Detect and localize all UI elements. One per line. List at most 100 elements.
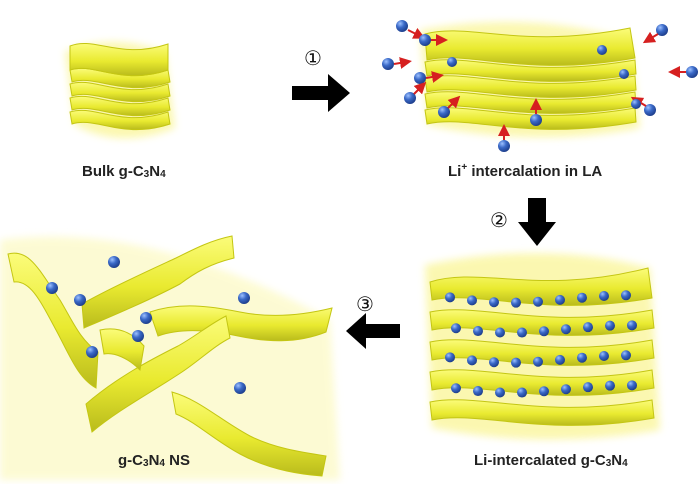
caption-bulk-prefix: Bulk g-C — [82, 163, 144, 180]
caption-nanosheets-suffix: NS — [164, 452, 190, 469]
li-ion — [619, 69, 629, 79]
li-ion — [668, 66, 698, 78]
intercalation-stack — [420, 22, 640, 138]
li-ion — [627, 320, 637, 331]
step1-number: ① — [304, 46, 322, 70]
li-ion — [517, 387, 527, 398]
li-ion — [74, 294, 86, 306]
li-sheet — [429, 399, 655, 426]
step2-arrow — [518, 198, 556, 246]
bulk-sheet — [69, 81, 171, 103]
li-ion — [511, 297, 521, 308]
li-ion — [577, 352, 587, 363]
li-ion — [561, 384, 571, 395]
bulk-stack — [65, 42, 175, 139]
caption-nanosheets-sub4: 4 — [159, 458, 165, 469]
caption-nanosheets-prefix: g-C — [118, 452, 143, 469]
li-ion — [108, 256, 120, 268]
caption-intercalated-mid: N — [611, 452, 623, 469]
nanosheets — [0, 235, 340, 480]
step3-arrow — [346, 313, 400, 349]
bulk-sheet — [69, 95, 171, 117]
li-ion — [511, 357, 521, 368]
caption-nanosheets-sub3: 3 — [143, 458, 149, 469]
li-ion — [599, 350, 609, 361]
li-ion — [621, 350, 631, 361]
intercalated-stack — [425, 253, 660, 440]
li-ion — [583, 322, 593, 333]
li-ion — [605, 320, 615, 331]
li-ion — [46, 282, 58, 294]
caption-intercalation: Li+ intercalation in LA — [448, 162, 603, 180]
li-ion — [414, 71, 444, 84]
li-ion — [438, 95, 461, 118]
li-ion — [467, 295, 477, 306]
nanosheet — [171, 391, 327, 477]
step1-arrow — [292, 74, 350, 112]
caption-bulk-mid: N — [149, 163, 161, 180]
li-ion — [517, 327, 527, 338]
caption-bulk: Bulk g-C3N4 — [82, 163, 166, 180]
li-ion — [631, 99, 641, 109]
li-ion — [404, 81, 427, 104]
li-ion — [621, 290, 631, 301]
li-ion — [467, 355, 477, 366]
li-ion — [555, 354, 565, 365]
li-ion — [597, 45, 607, 55]
caption-nanosheets: g-C3N4 NS — [118, 452, 190, 469]
li-ion — [445, 352, 455, 363]
la-sheet — [424, 59, 637, 82]
li-ion — [495, 327, 505, 338]
li-ions-dispersed — [46, 256, 250, 394]
caption-intercalated: Li-intercalated g-C3N4 — [474, 452, 628, 469]
li-ion — [238, 292, 250, 304]
li-ion — [533, 296, 543, 307]
li-ion — [86, 346, 98, 358]
li-ions-intercalated — [445, 290, 637, 398]
li-ion — [140, 312, 152, 324]
li-ion — [577, 292, 587, 303]
caption-bulk-sub4: 4 — [160, 169, 166, 180]
caption-nanosheets-mid: N — [148, 452, 160, 469]
li-ion — [561, 324, 571, 335]
caption-intercalation-sup: + — [461, 162, 468, 173]
li-ion — [419, 34, 448, 46]
li-ion — [583, 382, 593, 393]
li-ion — [489, 357, 499, 368]
li-ion — [451, 383, 461, 394]
li-ions-free — [382, 20, 698, 152]
li-ion — [447, 57, 457, 67]
li-ion — [555, 294, 565, 305]
li-ion — [599, 290, 609, 301]
caption-intercalated-sub3: 3 — [605, 458, 612, 469]
caption-intercalated-prefix: Li-intercalated g-C — [474, 452, 606, 469]
li-ion — [473, 386, 483, 397]
li-ion — [605, 380, 615, 391]
li-ion — [530, 98, 542, 126]
caption-bulk-sub3: 3 — [143, 169, 150, 180]
la-sheet — [424, 27, 636, 66]
li-ion — [642, 24, 668, 44]
bulk-sheet — [69, 109, 171, 131]
step3-number: ③ — [356, 292, 374, 316]
li-ion — [627, 380, 637, 391]
li-ion — [473, 326, 483, 337]
step2-number: ② — [490, 208, 508, 232]
li-ion — [445, 292, 455, 303]
caption-intercalation-base: Li — [448, 163, 462, 180]
li-ion — [539, 386, 549, 397]
caption-intercalated-sub4: 4 — [622, 458, 628, 469]
bulk-sheet — [69, 42, 169, 77]
li-ion — [132, 330, 144, 342]
li-ion — [533, 356, 543, 367]
la-sheet — [424, 75, 637, 98]
li-ion — [396, 20, 426, 39]
caption-intercalation-rest: intercalation in LA — [467, 163, 603, 180]
nanosheet — [85, 315, 231, 433]
nanosheet — [81, 235, 235, 329]
li-ion — [495, 387, 505, 398]
li-ion — [234, 382, 246, 394]
li-ion — [382, 57, 412, 70]
li-ion — [539, 326, 549, 337]
